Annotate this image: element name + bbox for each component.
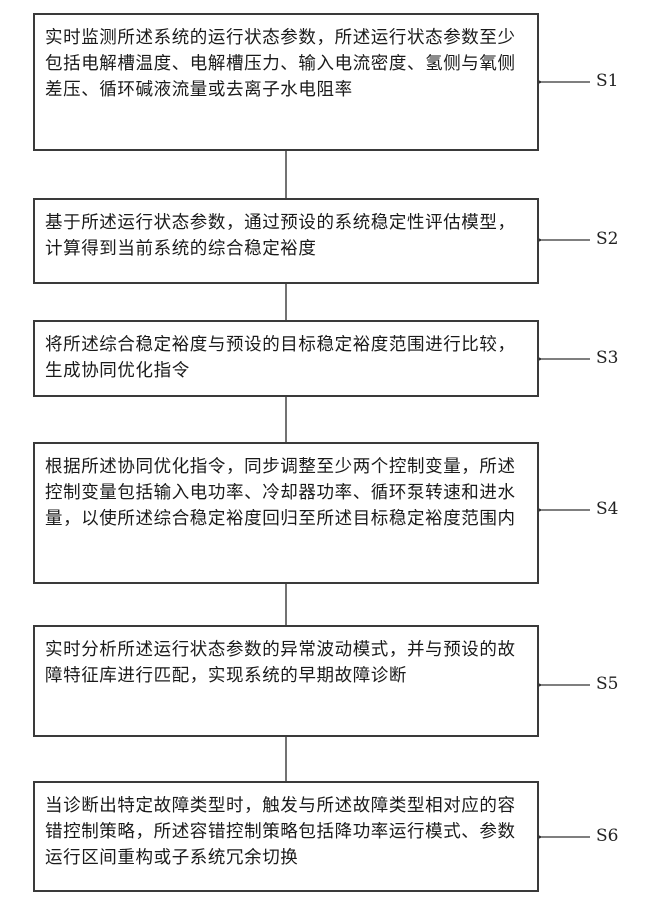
step-label-s2: S2 (596, 229, 618, 249)
step-text-s1: 实时监测所述系统的运行状态参数，所述运行状态参数至少包括电解槽温度、电解槽压力、… (45, 25, 527, 103)
step-box-s1: 实时监测所述系统的运行状态参数，所述运行状态参数至少包括电解槽温度、电解槽压力、… (33, 13, 539, 151)
step-label-s4: S4 (596, 499, 618, 519)
step-text-s5: 实时分析所述运行状态参数的异常波动模式，并与预设的故障特征库进行匹配，实现系统的… (45, 637, 527, 689)
step-box-s4: 根据所述协同优化指令，同步调整至少两个控制变量，所述控制变量包括输入电功率、冷却… (33, 442, 539, 584)
step-box-s6: 当诊断出特定故障类型时，触发与所述故障类型相对应的容错控制策略，所述容错控制策略… (33, 781, 539, 892)
step-text-s3: 将所述综合稳定裕度与预设的目标稳定裕度范围进行比较，生成协同优化指令 (45, 332, 527, 384)
step-box-s5: 实时分析所述运行状态参数的异常波动模式，并与预设的故障特征库进行匹配，实现系统的… (33, 625, 539, 737)
step-box-s2: 基于所述运行状态参数，通过预设的系统稳定性评估模型，计算得到当前系统的综合稳定裕… (33, 198, 539, 284)
step-label-s6: S6 (596, 826, 618, 846)
step-text-s2: 基于所述运行状态参数，通过预设的系统稳定性评估模型，计算得到当前系统的综合稳定裕… (45, 210, 527, 262)
step-text-s6: 当诊断出特定故障类型时，触发与所述故障类型相对应的容错控制策略，所述容错控制策略… (45, 793, 527, 871)
step-box-s3: 将所述综合稳定裕度与预设的目标稳定裕度范围进行比较，生成协同优化指令 (33, 320, 539, 397)
step-label-s3: S3 (596, 348, 618, 368)
step-label-s5: S5 (596, 674, 618, 694)
step-label-s1: S1 (596, 71, 618, 91)
step-text-s4: 根据所述协同优化指令，同步调整至少两个控制变量，所述控制变量包括输入电功率、冷却… (45, 454, 527, 532)
